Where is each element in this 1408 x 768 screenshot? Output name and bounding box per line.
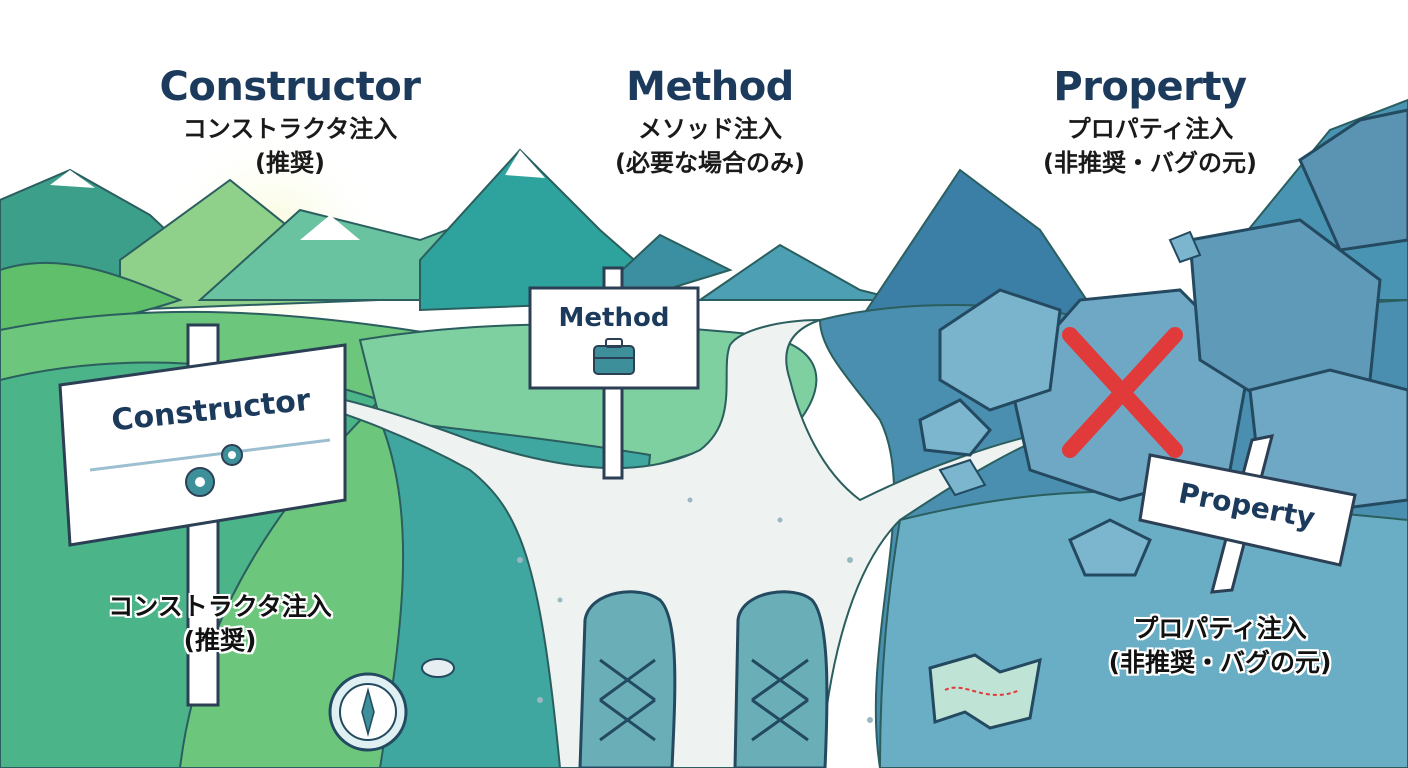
constructor-heading: Constructor コンストラクタ注入 (推奨) [120, 62, 460, 180]
constructor-subtitle: コンストラクタ注入 [182, 115, 398, 143]
method-title: Method [626, 64, 794, 110]
property-note: (非推奨・バグの元) [1043, 149, 1257, 177]
property-signpost: Property [1138, 434, 1357, 594]
constructor-signpost: Constructor [58, 323, 347, 707]
method-subtitle: メソッド注入 [638, 115, 782, 143]
compass-icon [328, 672, 408, 752]
property-lower-line2: (非推奨・バグの元) [1108, 648, 1332, 677]
property-lower-label: プロパティ注入 (非推奨・バグの元) [1070, 612, 1370, 680]
property-lower-line1: プロパティ注入 [1133, 614, 1307, 643]
method-signpost: Method [528, 266, 700, 480]
gear-icon [185, 444, 243, 497]
constructor-lower-line2: (推奨) [183, 626, 257, 655]
cross-icon [1062, 327, 1183, 458]
method-heading: Method メソッド注入 (必要な場合のみ) [560, 62, 860, 180]
hiking-boots [578, 590, 829, 768]
pebble [421, 658, 455, 678]
property-subtitle: プロパティ注入 [1066, 115, 1234, 143]
briefcase-icon [593, 338, 635, 375]
property-title: Property [1053, 64, 1247, 110]
constructor-title: Constructor [159, 64, 421, 110]
constructor-lower-label: コンストラクタ注入 (推奨) [70, 590, 370, 658]
map-icon [928, 653, 1042, 730]
property-heading: Property プロパティ注入 (非推奨・バグの元) [990, 62, 1310, 180]
constructor-lower-line1: コンストラクタ注入 [108, 592, 332, 621]
forked-path [239, 319, 1061, 768]
constructor-note: (推奨) [255, 149, 325, 177]
method-note: (必要な場合のみ) [615, 149, 805, 177]
method-sign-label: Method [559, 303, 670, 333]
